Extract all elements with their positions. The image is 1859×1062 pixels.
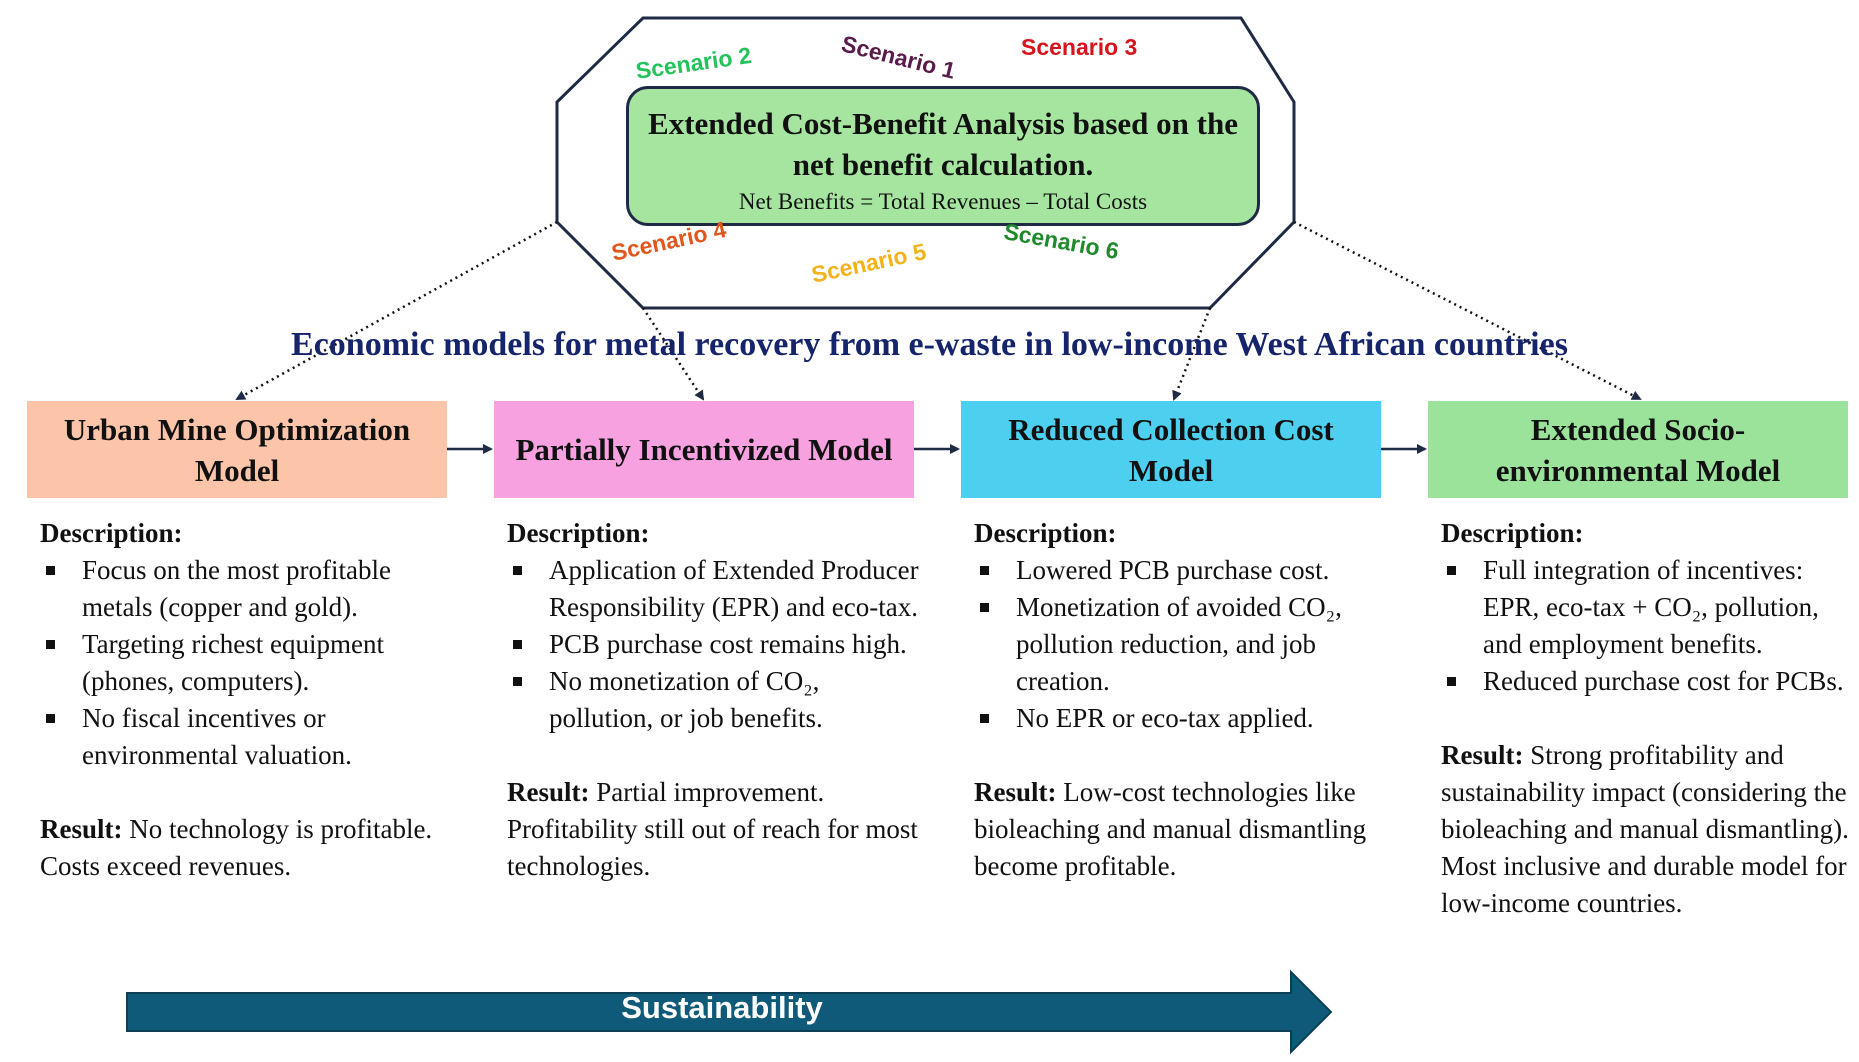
model-box-reduced-collection-cost: Reduced Collection Cost Model [961, 401, 1381, 498]
description-list: Lowered PCB purchase cost. Monetization … [974, 552, 1394, 737]
result-label: Result: [1441, 740, 1524, 770]
model-details-urban-mine: Description: Focus on the most profitabl… [40, 515, 460, 885]
model-box-partially-incentivized: Partially Incentivized Model [494, 401, 914, 498]
description-list: Application of Extended Producer Respons… [507, 552, 927, 737]
description-list: Full integration of incentives: EPR, eco… [1441, 552, 1859, 700]
description-item: No EPR or eco-tax applied. [974, 700, 1394, 737]
result-paragraph: Result: Partial improvement. Profitabili… [507, 774, 927, 885]
result-label: Result: [974, 777, 1057, 807]
diagram-title: Economic models for metal recovery from … [291, 326, 1568, 363]
description-item: No fiscal incentives or environmental va… [40, 700, 460, 774]
description-item: PCB purchase cost remains high. [507, 626, 927, 663]
result-paragraph: Result: No technology is profitable. Cos… [40, 811, 460, 885]
description-item: No monetization of CO₂, pollution, or jo… [507, 663, 927, 737]
description-label: Description: [974, 518, 1117, 548]
model-box-extended-socio-environmental: Extended Socio-environmental Model [1428, 401, 1848, 498]
result-text: Low-cost technologies like bioleaching a… [974, 777, 1367, 881]
net-benefit-formula: Net Benefits = Total Revenues – Total Co… [738, 189, 1148, 214]
description-label: Description: [1441, 518, 1584, 548]
cost-benefit-box: Extended Cost-Benefit Analysis based on … [626, 86, 1260, 226]
description-list: Focus on the most profitable metals (cop… [40, 552, 460, 774]
model-details-reduced-collection-cost: Description: Lowered PCB purchase cost. … [974, 515, 1394, 885]
description-item: Focus on the most profitable metals (cop… [40, 552, 460, 626]
description-label: Description: [40, 518, 183, 548]
result-text: No technology is profitable. Costs excee… [40, 814, 433, 881]
scenario-label-3: Scenario 3 [1021, 34, 1138, 60]
dotted-connector-2 [641, 307, 705, 401]
description-item: Full integration of incentives: EPR, eco… [1441, 552, 1859, 663]
description-item: Lowered PCB purchase cost. [974, 552, 1394, 589]
description-item: Targeting richest equipment (phones, com… [40, 626, 460, 700]
dotted-connector-4 [1293, 220, 1642, 401]
result-label: Result: [507, 777, 590, 807]
result-label: Result: [40, 814, 123, 844]
description-item: Application of Extended Producer Respons… [507, 552, 927, 626]
dotted-connector-1 [235, 220, 558, 401]
result-paragraph: Result: Strong profitability and sustain… [1441, 737, 1859, 922]
model-details-partially-incentivized: Description: Application of Extended Pro… [507, 515, 927, 885]
model-details-extended-socio-environmental: Description: Full integration of incenti… [1441, 515, 1859, 922]
model-box-urban-mine: Urban Mine Optimization Model [27, 401, 447, 498]
description-item: Reduced purchase cost for PCBs. [1441, 663, 1859, 700]
sustainability-label: Sustainability [621, 990, 823, 1025]
description-label: Description: [507, 518, 650, 548]
result-text: Strong profitability and sustainability … [1441, 740, 1849, 918]
result-text: Partial improvement. Profitability still… [507, 777, 918, 881]
result-paragraph: Result: Low-cost technologies like biole… [974, 774, 1394, 885]
dotted-connector-3 [1172, 307, 1212, 401]
cost-benefit-title: Extended Cost-Benefit Analysis based on … [648, 106, 1238, 182]
description-item: Monetization of avoided CO₂, pollution r… [974, 589, 1394, 700]
sustainability-arrow [126, 969, 1333, 1055]
